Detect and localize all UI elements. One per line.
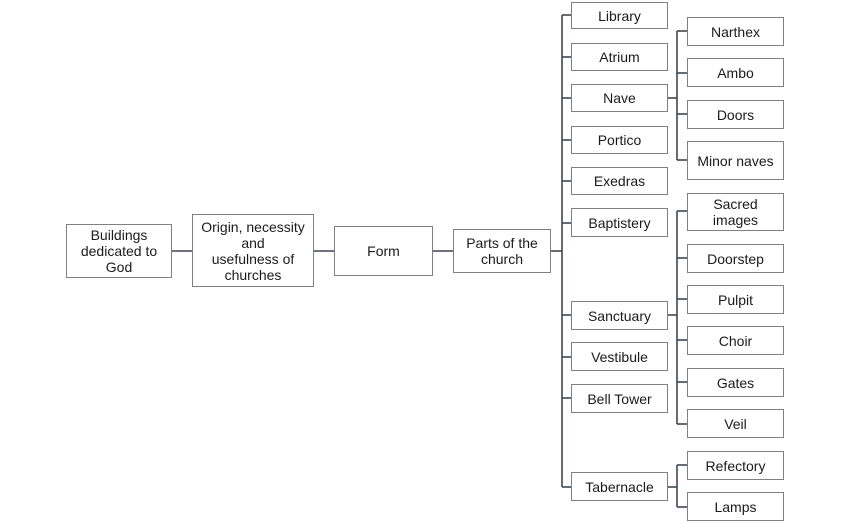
node-nave: Nave [571, 84, 668, 112]
node-form: Form [334, 226, 433, 276]
node-sacred-images: Sacred images [687, 193, 784, 231]
node-refectory: Refectory [687, 451, 784, 480]
node-choir: Choir [687, 326, 784, 355]
node-vestibule: Vestibule [571, 342, 668, 371]
node-sanctuary: Sanctuary [571, 301, 668, 330]
node-atrium: Atrium [571, 43, 668, 71]
node-lamps: Lamps [687, 492, 784, 521]
node-ambo: Ambo [687, 58, 784, 87]
node-veil: Veil [687, 409, 784, 438]
node-pulpit: Pulpit [687, 285, 784, 314]
node-portico: Portico [571, 126, 668, 154]
node-narthex: Narthex [687, 17, 784, 46]
node-exedras: Exedras [571, 167, 668, 195]
node-bell-tower: Bell Tower [571, 384, 668, 413]
node-tabernacle: Tabernacle [571, 472, 668, 501]
node-minor-naves: Minor naves [687, 141, 784, 180]
node-parts-of-the-church: Parts of the church [453, 229, 551, 273]
node-buildings-dedicated-to-god: Buildings dedicated to God [66, 224, 172, 278]
node-gates: Gates [687, 368, 784, 397]
node-library: Library [571, 2, 668, 29]
node-origin-necessity-usefulness: Origin, necessity and usefulness of chur… [192, 214, 314, 287]
node-doors: Doors [687, 100, 784, 129]
node-doorstep: Doorstep [687, 244, 784, 273]
node-baptistery: Baptistery [571, 208, 668, 237]
